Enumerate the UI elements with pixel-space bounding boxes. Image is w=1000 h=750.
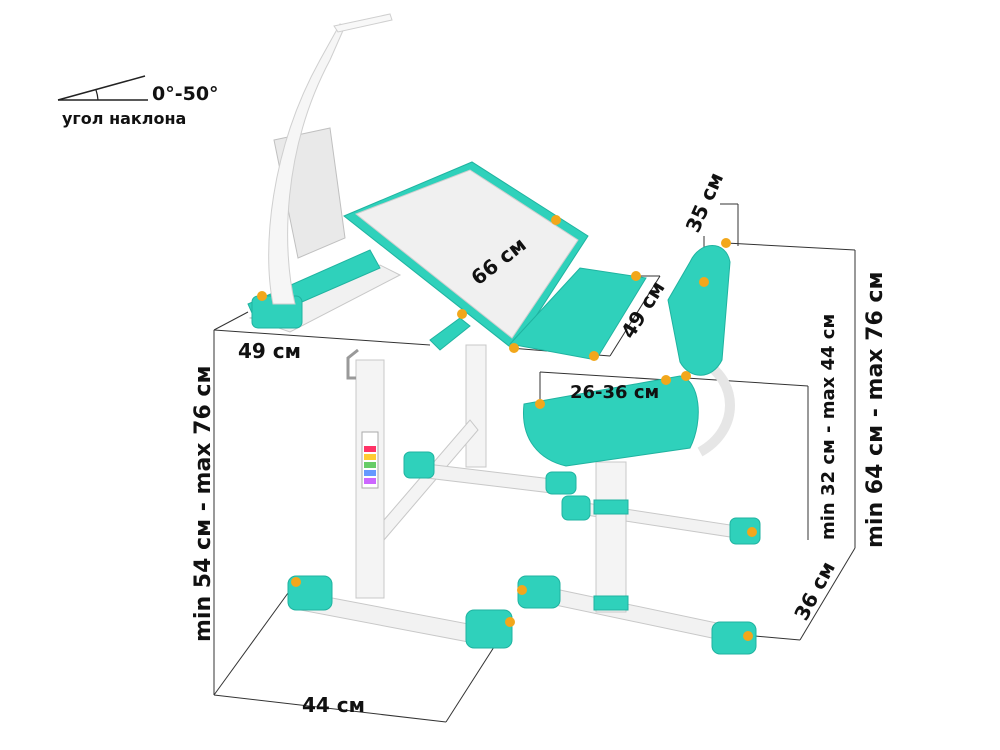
marker-dot [681, 371, 691, 381]
measurement-markers [257, 215, 757, 641]
marker-dot [257, 291, 267, 301]
desk-front-shelf [509, 267, 647, 361]
marker-dot [291, 577, 301, 587]
chair-column [595, 461, 627, 613]
chair-back-width-label: 35 см [681, 169, 729, 236]
desk-depth-label: 49 см [238, 339, 301, 363]
chair-foot-cap [561, 495, 591, 521]
marker-dot [509, 343, 519, 353]
marker-dot [747, 527, 757, 537]
chair-seat-depth-label: 26-36 см [570, 382, 659, 403]
chair-column-ring [593, 499, 629, 515]
tilt-angle-indicator: 0°-50° угол наклона [57, 75, 219, 128]
chair-seat-height-label: min 32 см - max 44 см [818, 314, 839, 540]
dimension-lines [213, 203, 856, 723]
desk-height-label: min 54 см - max 76 см [191, 366, 216, 642]
desk-foot-cap [403, 451, 435, 479]
chair-backrest [667, 245, 731, 376]
marker-dot [661, 375, 671, 385]
chair-column-ring [593, 595, 629, 611]
desk-illustration [247, 13, 647, 649]
chair-base-label: 36 см [789, 557, 840, 624]
desk-base-width-label: 44 см [302, 693, 365, 717]
chair-illustration [517, 245, 761, 655]
tilt-caption: угол наклона [62, 109, 186, 128]
tilt-angle-label: 0°-50° [152, 83, 219, 105]
chair-foot-cap [711, 621, 757, 655]
chair-foot-cap [729, 517, 761, 545]
marker-dot [517, 585, 527, 595]
chair-total-height-label: min 64 см - max 76 см [863, 272, 888, 548]
chair-seat [523, 375, 699, 467]
desk-leg-right [465, 344, 487, 468]
marker-dot [535, 399, 545, 409]
marker-dot [589, 351, 599, 361]
marker-dot [631, 271, 641, 281]
marker-dot [551, 215, 561, 225]
desk-foot-cap [545, 471, 577, 495]
desk-lamp-head [333, 13, 393, 33]
marker-dot [743, 631, 753, 641]
desk-foot-cap [465, 609, 513, 649]
marker-dot [457, 309, 467, 319]
marker-dot [721, 238, 731, 248]
bag-hook [346, 348, 359, 380]
marker-dot [505, 617, 515, 627]
desk-top-surface [355, 169, 579, 339]
desk-crossbar [383, 419, 479, 542]
desk-pen-tray [429, 317, 471, 351]
marker-dot [699, 277, 709, 287]
